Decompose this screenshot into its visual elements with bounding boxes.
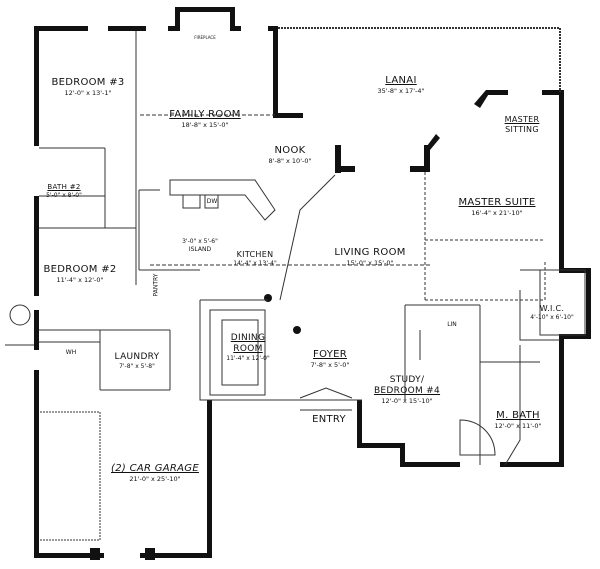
room-bedroom-3: BEDROOM #3 12'-0" x 13'-1" [51,78,124,97]
room-master-suite: MASTER SUITE 16'-4" x 21'-10" [458,198,535,217]
room-dimensions: 21'-0" x 25'-10" [129,475,181,483]
water-heater-label: WH [65,349,77,356]
pantry-label: PANTRY [152,273,160,297]
room-garage: (2) CAR GARAGE 21'-0" x 25'-10" [111,464,199,483]
room-living: LIVING ROOM 15'-0" x 15'-0" [334,248,405,267]
room-name: KITCHEN [236,250,274,259]
room-dining: DINING ROOM 11'-4" x 12'-0" [226,334,269,362]
room-name: M. BATH [496,410,540,421]
room-bedroom-2: BEDROOM #2 11'-4" x 12'-0" [43,265,116,284]
fireplace-label: FIREPLACE [194,35,216,40]
room-name: FOYER [313,349,347,360]
room-entry: ENTRY [312,415,346,425]
room-dimensions: 11'-4" x 12'-0" [226,355,270,362]
room-name: MASTER SUITE [458,197,536,208]
room-name-2: ROOM [233,344,263,354]
room-dimensions: 7'-8" x 5'-8" [119,363,155,370]
room-dimensions: 14'-4" x 13'-4" [233,260,277,267]
room-name: BEDROOM #2 [43,264,117,275]
room-dimensions: 16'-4" x 21'-10" [471,209,523,217]
room-dimensions: 12'-0" x 13'-1" [64,89,112,97]
room-name: LANAI [385,75,417,86]
room-wic: W.I.C. 4'-10" x 6'-10" [530,305,573,321]
dishwasher-label: DW [206,198,218,205]
room-kitchen: KITCHEN 14'-4" x 13'-4" [233,251,276,267]
room-dimensions: 5'-0" x 8'-0" [46,192,82,199]
room-name: ENTRY [312,414,346,425]
room-lanai: LANAI 35'-8" x 17'-4" [377,76,424,95]
room-name: LAUNDRY [114,352,160,362]
room-study: STUDY/ BEDROOM #4 12'-0" x 15'-10" [374,376,440,405]
kitchen-island: 3'-0" x 5'-6" ISLAND [182,237,218,253]
room-family: FAMILY ROOM 18'-8" x 15'-0" [169,110,240,129]
room-dimensions: 35'-8" x 17'-4" [377,87,425,95]
room-bath-2: BATH #2 5'-0" x 8'-0" [46,184,82,199]
room-name-2: SITTING [505,125,539,134]
island-dimensions: 3'-0" x 5'-6" [182,238,218,245]
room-dimensions: 7'-8" x 5'-0" [310,361,350,369]
room-name: DINING [230,333,266,343]
room-dimensions: 12'-0" x 11'-0" [494,422,542,430]
room-name: STUDY/ [389,375,425,385]
room-name: LIVING ROOM [334,247,406,258]
room-dimensions: 4'-10" x 6'-10" [530,314,574,321]
room-dimensions: 15'-0" x 15'-0" [346,259,394,267]
room-name: W.I.C. [539,304,565,313]
room-nook: NOOK 8'-8" x 10'-0" [269,146,312,165]
island-name: ISLAND [188,246,212,253]
room-name: MASTER [504,115,540,124]
room-dimensions: 12'-0" x 15'-10" [381,397,433,405]
room-dimensions: 18'-8" x 15'-0" [181,121,229,129]
room-name: NOOK [274,145,306,156]
room-name: FAMILY ROOM [169,109,241,120]
room-master-bath: M. BATH 12'-0" x 11'-0" [494,411,541,430]
room-dimensions: 8'-8" x 10'-0" [268,157,312,165]
room-name: (2) CAR GARAGE [111,463,199,474]
room-laundry: LAUNDRY 7'-8" x 5'-8" [115,353,160,370]
linen-label: LIN [447,321,457,328]
room-name-2: BEDROOM #4 [373,386,441,396]
room-name: BATH #2 [47,183,81,191]
room-dimensions: 11'-4" x 12'-0" [56,276,104,284]
room-foyer: FOYER 7'-8" x 5'-0" [311,350,350,369]
room-master-sitting: MASTER SITTING [505,116,540,134]
room-name: BEDROOM #3 [51,77,125,88]
